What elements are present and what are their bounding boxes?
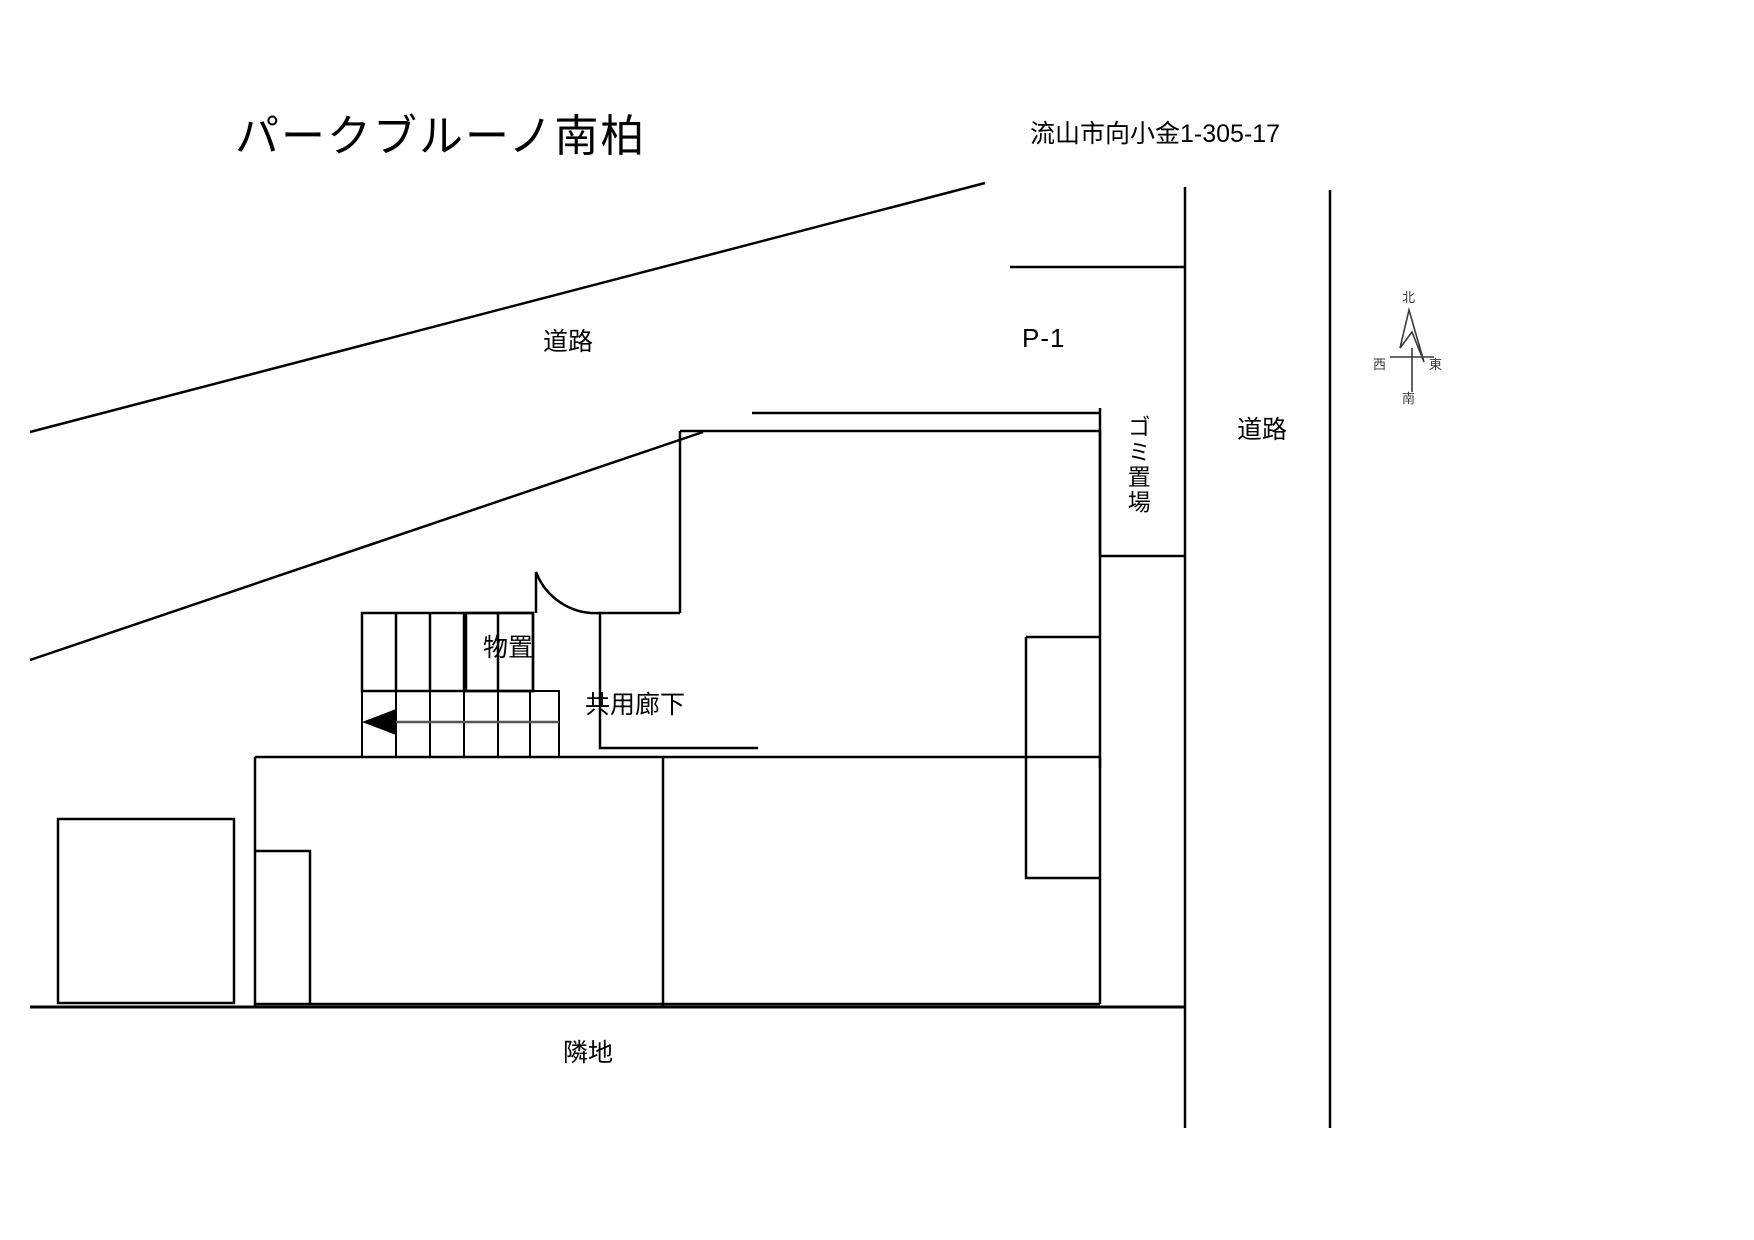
compass-label-west: 西: [1373, 357, 1387, 372]
page-title: パークブルーノ南柏: [235, 112, 647, 161]
label-parking-p1: P-1: [1022, 323, 1066, 353]
label-neighboring-land: 隣地: [563, 1039, 614, 1067]
left-outer-block: [56, 817, 236, 1005]
road-edge-north: [29, 181, 986, 434]
label-common-corridor: 共用廊下: [585, 691, 686, 719]
label-road-upper: 道路: [543, 328, 594, 356]
building-upper-block: [680, 429, 1102, 768]
compass-label-south: 南: [1402, 391, 1416, 406]
compass-label-north: 北: [1402, 290, 1416, 305]
compass-needle: [1399, 306, 1425, 363]
compass-rose: [1390, 306, 1434, 392]
right-annex-block: [1024, 635, 1100, 880]
entry-door-swing: [534, 571, 601, 615]
diagonal-road-lines: [29, 181, 986, 662]
parking-area-p1: [752, 265, 1185, 415]
building-outline: [253, 429, 1102, 1007]
site-address: 流山市向小金1-305-17: [1030, 120, 1281, 148]
compass-label-east: 東: [1429, 357, 1443, 372]
building-entry-notch: [598, 611, 758, 750]
label-trash-area: ゴミ置場: [1124, 415, 1151, 515]
right-road-lines: [1183, 187, 1332, 1128]
arrow-head: [362, 709, 396, 735]
annex-outline: [1024, 635, 1100, 880]
label-storage: 物置: [483, 634, 534, 662]
left-inner-block: [255, 849, 312, 1004]
door-arc: [534, 571, 601, 615]
stair-lower-outline: [361, 690, 560, 758]
corridor-direction-arrow: [362, 709, 559, 735]
label-road-right: 道路: [1237, 416, 1288, 444]
left-detached-blocks: [56, 817, 312, 1005]
road-edge-south: [29, 430, 704, 662]
